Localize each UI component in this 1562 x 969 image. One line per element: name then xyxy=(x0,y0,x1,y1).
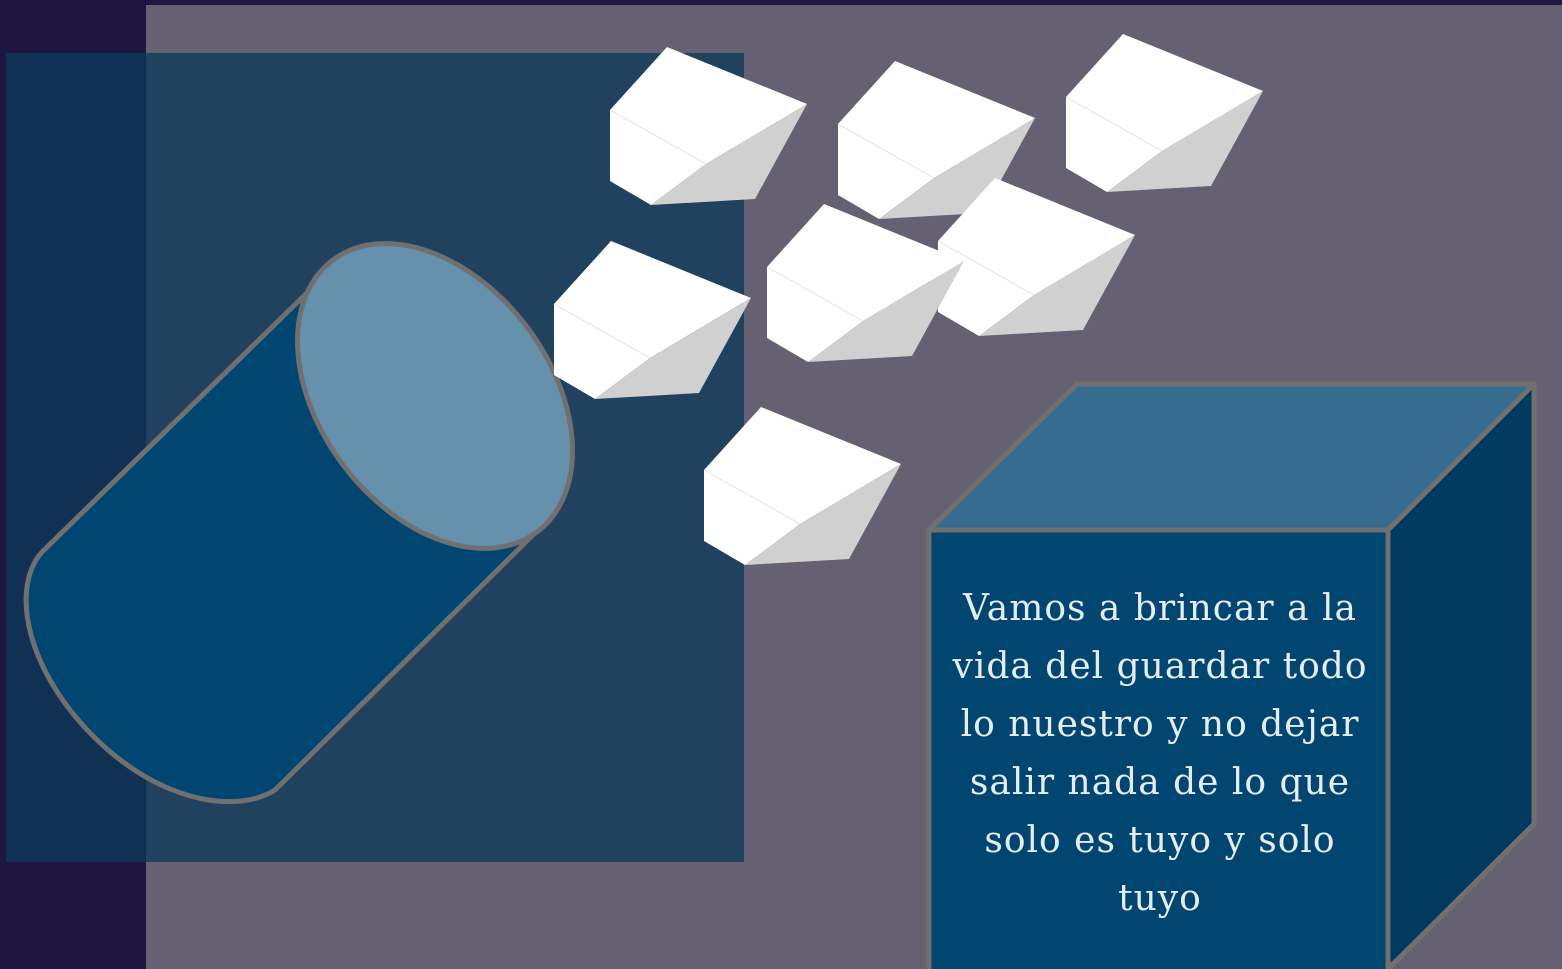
box-shape xyxy=(926,381,1537,969)
cylinder-shape xyxy=(23,241,575,805)
box-caption-text: Vamos a brincar a la vida del guardar to… xyxy=(952,588,1368,919)
